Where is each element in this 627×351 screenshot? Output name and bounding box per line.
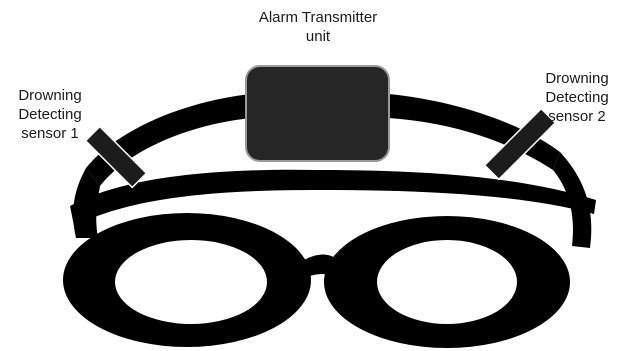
head-strap-front — [70, 169, 596, 226]
drowning-sensor-2 — [483, 107, 557, 181]
right-lens — [377, 240, 517, 324]
sensor-1-label-line2: Detecting — [18, 106, 82, 123]
head-strap-back — [86, 94, 560, 186]
nose-bridge — [300, 254, 340, 280]
alarm-transmitter-label-line2: unit — [305, 28, 331, 45]
sensor-1-label-line3: sensor 1 — [21, 125, 79, 142]
sensor-2-label: Drowning Detecting sensor 2 — [527, 69, 627, 126]
alarm-transmitter-label-line1: Alarm Transmitter — [258, 9, 378, 26]
drowning-sensor-1 — [84, 125, 148, 189]
left-lens — [115, 240, 267, 324]
sensor-1-label-line1: Drowning — [18, 87, 82, 104]
sensor-2-label-line3: sensor 2 — [548, 108, 606, 125]
sensor-2-label-line2: Detecting — [545, 89, 609, 106]
sensor-2-label-line1: Drowning — [545, 70, 609, 87]
sensor-1-label: Drowning Detecting sensor 1 — [0, 86, 100, 143]
alarm-transmitter-unit — [245, 65, 390, 162]
alarm-transmitter-label: Alarm Transmitter unit — [248, 8, 388, 46]
